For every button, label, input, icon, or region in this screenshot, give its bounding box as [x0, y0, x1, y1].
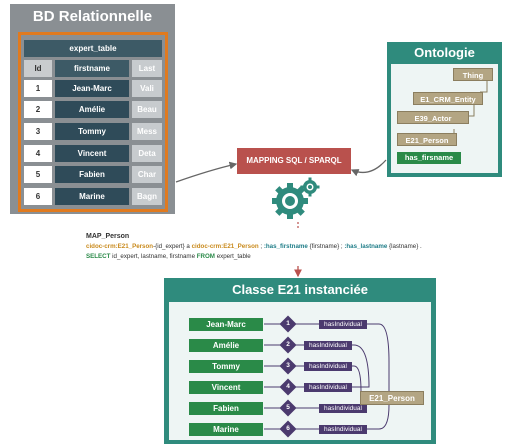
mapping-token: ; [258, 243, 264, 250]
column-header-id: Id [24, 60, 52, 77]
column-header-firstname: firstname [55, 60, 129, 77]
e21-instances-panel: Classe E21 instanciée Jean-Marc Amélie T… [164, 278, 436, 444]
table-cell-firstname: Jean-Marc [55, 80, 129, 97]
relational-db-panel: BD Relationnelle expert_table Id firstna… [10, 4, 175, 214]
table-cell-id: 6 [24, 188, 52, 205]
instance-node-number: 6 [286, 425, 290, 432]
e21-panel-title: Classe E21 instanciée [232, 282, 368, 297]
instance-node-number: 1 [286, 320, 290, 327]
table-cell-firstname: Fabien [55, 166, 129, 183]
mapping-token: cidoc-crm:E21_Person [191, 243, 259, 250]
table-cell-id: 1 [24, 80, 52, 97]
table-cell-firstname: Marine [55, 188, 129, 205]
mapping-token: {lastname} . [387, 243, 422, 250]
table-cell-last: Vali [132, 80, 162, 97]
instance-node-number: 3 [286, 362, 290, 369]
table-cell-last: Char [132, 166, 162, 183]
ontology-panel: Ontologie Thing E1_CRM_Entity E39_Actor … [387, 42, 502, 177]
relation-label-hasindividual: hasIndividual [304, 341, 352, 350]
sql-keyword: SELECT [86, 253, 111, 260]
table-cell-last: Deta [132, 145, 162, 162]
relation-label-hasindividual: hasIndividual [304, 383, 352, 392]
table-cell-last: Bagn [132, 188, 162, 205]
relation-label-hasindividual: hasIndividual [319, 404, 367, 413]
ontology-class-e39-actor: E39_Actor [397, 111, 469, 124]
mapping-token: {firstname} ; [307, 243, 345, 250]
relation-label-hasindividual: hasIndividual [319, 320, 367, 329]
table-cell-id: 2 [24, 101, 52, 118]
table-cell-firstname: Vincent [55, 145, 129, 162]
gears-icon [272, 177, 320, 219]
ontology-class-e21-person: E21_Person [397, 133, 457, 146]
instance-node-number: 4 [286, 383, 290, 390]
instance-vincent: Vincent [189, 381, 263, 394]
ontology-class-thing: Thing [453, 68, 493, 81]
ontology-property-has-firsname: has_firsname [397, 152, 461, 164]
column-header-last: Last [132, 60, 162, 77]
mapping-name: MAP_Person [86, 233, 130, 240]
ontology-hierarchy: Thing E1_CRM_Entity E39_Actor E21_Person… [391, 64, 498, 173]
mapping-token: cidoc-crm:E21_Person [86, 243, 154, 250]
mapping-token: :has_firstname [263, 243, 308, 250]
relation-label-hasindividual: hasIndividual [319, 425, 367, 434]
e21-instances-graph: Jean-Marc Amélie Tommy Vincent Fabien Ma… [169, 302, 431, 440]
mapping-token: :has_lastname [344, 243, 388, 250]
table-cell-id: 4 [24, 145, 52, 162]
instance-fabien: Fabien [189, 402, 263, 415]
mapping-target-line: cidoc-crm:E21_Person-{id_expert} a cidoc… [86, 242, 506, 252]
sql-keyword: FROM [196, 253, 215, 260]
instance-node-number: 2 [286, 341, 290, 348]
table-cell-firstname: Tommy [55, 123, 129, 140]
table-cell-firstname: Amélie [55, 101, 129, 118]
e21-person-class-node: E21_Person [360, 391, 424, 405]
instance-tommy: Tommy [189, 360, 263, 373]
table-cell-id: 5 [24, 166, 52, 183]
ontology-title: Ontologie [414, 45, 475, 60]
expert-table-frame: expert_table Id firstname Last 1 Jean-Ma… [18, 32, 168, 212]
relation-label-hasindividual: hasIndividual [304, 362, 352, 371]
mapping-definition: MAP_Person cidoc-crm:E21_Person-{id_expe… [86, 232, 506, 262]
mapping-source-line: SELECT id_expert, lastname, firstname FR… [86, 252, 506, 262]
table-cell-last: Beau [132, 101, 162, 118]
db-panel-title: BD Relationnelle [32, 8, 153, 25]
sql-token: expert_table [214, 253, 251, 260]
sql-token: id_expert, lastname, firstname [110, 253, 197, 260]
table-cell-id: 3 [24, 123, 52, 140]
instance-node-number: 5 [286, 404, 290, 411]
instance-marine: Marine [189, 423, 263, 436]
instance-jean-marc: Jean-Marc [189, 318, 263, 331]
mapping-token: -{id_expert} a [153, 243, 192, 250]
ontology-class-e1-crm-entity: E1_CRM_Entity [413, 92, 483, 105]
table-name: expert_table [24, 40, 162, 57]
mapping-box: MAPPING SQL / SPARQL [237, 148, 351, 174]
table-cell-last: Mess [132, 123, 162, 140]
instance-amelie: Amélie [189, 339, 263, 352]
